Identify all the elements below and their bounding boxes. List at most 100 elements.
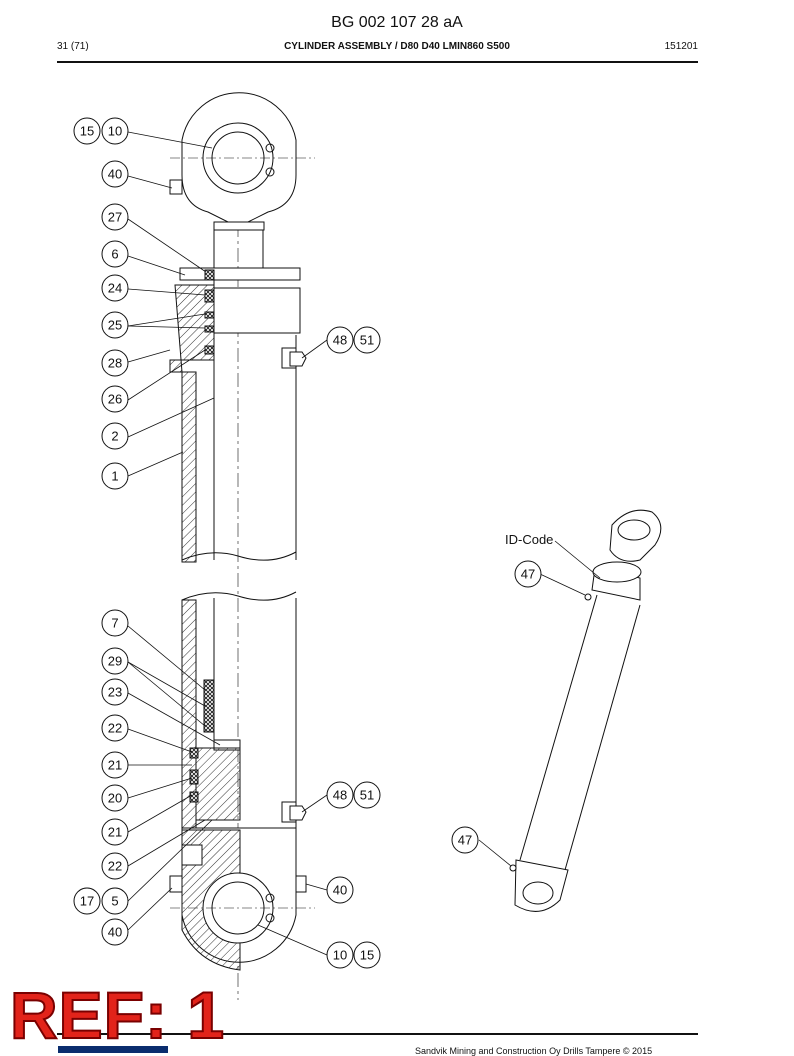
callout-number: 15	[80, 124, 94, 139]
callout-number: 17	[80, 894, 94, 909]
callout-29: 29	[101, 647, 129, 675]
callout-25: 25	[101, 311, 129, 339]
callout-bubble	[514, 560, 542, 588]
callout-bubble	[101, 678, 129, 706]
callout-bubble	[101, 818, 129, 846]
callout-48: 48	[326, 781, 354, 809]
callout-bubble	[101, 422, 129, 450]
callout-bubble	[101, 647, 129, 675]
brand-logo	[58, 1046, 168, 1053]
callout-bubble	[326, 941, 354, 969]
callout-number: 1	[111, 469, 118, 484]
callout-number: 40	[108, 925, 122, 940]
footer-copyright: Sandvik Mining and Construction Oy Drill…	[415, 1046, 653, 1056]
ref-stamp: REF: 1	[9, 978, 226, 1052]
callout-number: 22	[108, 859, 122, 874]
callout-26: 26	[101, 385, 129, 413]
callout-27: 27	[101, 203, 129, 231]
callout-bubble	[101, 852, 129, 880]
callout-number: 6	[111, 247, 118, 262]
callout-number: 29	[108, 654, 122, 669]
callout-bubble	[353, 781, 381, 809]
callout-number: 51	[360, 788, 374, 803]
callout-40: 40	[101, 918, 129, 946]
callout-17: 17	[73, 887, 101, 915]
callout-number: 10	[108, 124, 122, 139]
callout-number: 24	[108, 281, 122, 296]
callout-22: 22	[101, 852, 129, 880]
callout-number: 28	[108, 356, 122, 371]
id-code-label: ID-Code	[505, 532, 553, 547]
callout-40: 40	[326, 876, 354, 904]
callout-bubble	[451, 826, 479, 854]
callout-7: 7	[101, 609, 129, 637]
callout-number: 25	[108, 318, 122, 333]
callout-bubble	[101, 714, 129, 742]
callout-number: 10	[333, 948, 347, 963]
document-code: BG 002 107 28 aA	[331, 14, 463, 31]
callout-1: 1	[101, 462, 129, 490]
callout-number: 40	[333, 883, 347, 898]
page-title: CYLINDER ASSEMBLY / D80 D40 LMIN860 S500	[284, 41, 510, 52]
callout-bubble	[101, 784, 129, 812]
callout-22: 22	[101, 714, 129, 742]
callout-number: 51	[360, 333, 374, 348]
callout-6: 6	[101, 240, 129, 268]
callout-bubble	[101, 240, 129, 268]
callout-28: 28	[101, 349, 129, 377]
callout-5: 5	[101, 887, 129, 915]
callout-51: 51	[353, 326, 381, 354]
callout-number: 5	[111, 894, 118, 909]
callout-number: 15	[360, 948, 374, 963]
drawing-number: 151201	[664, 41, 698, 52]
callout-40: 40	[101, 160, 129, 188]
callout-47: 47	[451, 826, 479, 854]
callout-bubble	[326, 781, 354, 809]
sectional-view	[169, 92, 315, 1000]
callout-bubble	[101, 462, 129, 490]
callout-bubble	[101, 609, 129, 637]
callout-bubble	[101, 160, 129, 188]
callout-51: 51	[353, 781, 381, 809]
callout-bubble	[73, 117, 101, 145]
callout-24: 24	[101, 274, 129, 302]
callout-20: 20	[101, 784, 129, 812]
callout-48: 48	[326, 326, 354, 354]
callout-bubble	[326, 326, 354, 354]
callout-15: 15	[353, 941, 381, 969]
header-divider	[57, 61, 698, 63]
isometric-view	[509, 509, 662, 912]
callout-number: 21	[108, 825, 122, 840]
callout-bubble	[73, 887, 101, 915]
callout-bubble	[101, 311, 129, 339]
callout-number: 47	[521, 567, 535, 582]
callout-15: 15	[73, 117, 101, 145]
callout-bubble	[101, 918, 129, 946]
callout-bubble	[326, 876, 354, 904]
callout-bubble	[353, 326, 381, 354]
callout-bubble	[101, 385, 129, 413]
callout-bubble	[101, 751, 129, 779]
callout-number: 2	[111, 429, 118, 444]
callout-47: 47	[514, 560, 542, 588]
callout-number: 23	[108, 685, 122, 700]
callout-21: 21	[101, 751, 129, 779]
callout-21: 21	[101, 818, 129, 846]
callout-2: 2	[101, 422, 129, 450]
footer-divider	[57, 1033, 698, 1035]
callout-number: 20	[108, 791, 122, 806]
callout-bubble	[101, 349, 129, 377]
callout-bubble	[101, 117, 129, 145]
callout-bubble	[101, 203, 129, 231]
callout-number: 27	[108, 210, 122, 225]
callout-10: 10	[101, 117, 129, 145]
callout-10: 10	[326, 941, 354, 969]
callout-number: 47	[458, 833, 472, 848]
callout-bubble	[101, 887, 129, 915]
callout-number: 48	[333, 333, 347, 348]
page-number: 31 (71)	[57, 41, 89, 52]
callout-bubble	[353, 941, 381, 969]
callout-number: 48	[333, 788, 347, 803]
